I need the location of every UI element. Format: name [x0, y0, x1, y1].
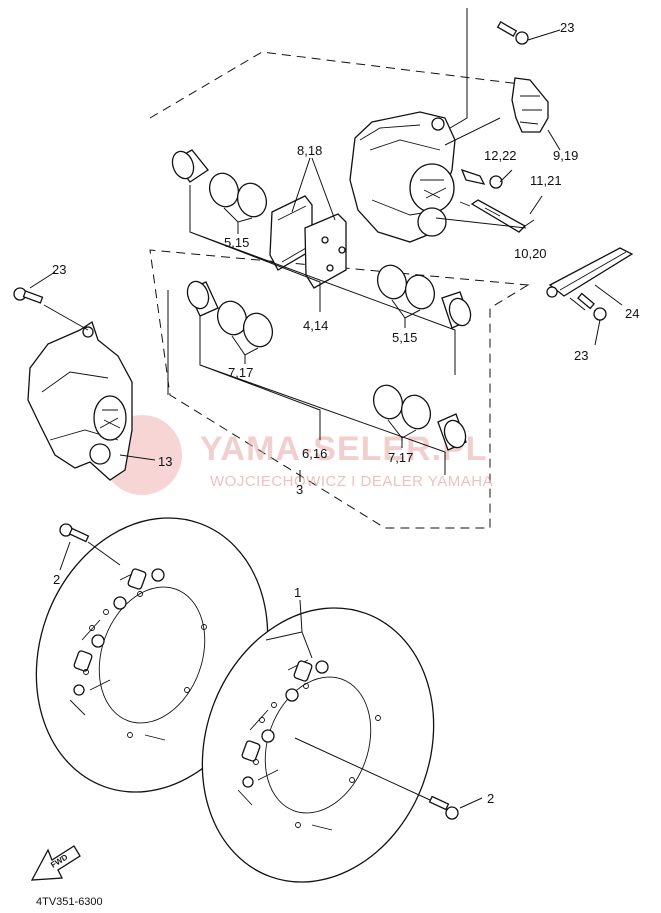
- callout-4-14: 4,14: [303, 318, 328, 333]
- piston-upper-left: [171, 149, 209, 183]
- callout-7-17-middle: 7,17: [228, 365, 253, 380]
- left-caliper-bolt: [13, 287, 44, 304]
- drawing-code: 4TV351-6300: [36, 896, 103, 908]
- callout-1: 1: [294, 585, 301, 600]
- seal-lower-1: [372, 384, 404, 420]
- callout-23-hose: 23: [574, 348, 588, 363]
- brake-hose: [546, 247, 634, 298]
- pad-spring: [511, 77, 549, 133]
- watermark-brand: YAMA-SELER.PL: [200, 430, 488, 468]
- seal-right-2: [404, 274, 436, 310]
- caliper-bolt-top: [496, 21, 529, 45]
- disc-bolt-right: [428, 795, 459, 820]
- brake-disc-right: [201, 607, 435, 883]
- callout-7-17-lower: 7,17: [388, 450, 413, 465]
- piston-middle-left: [186, 280, 219, 317]
- callout-9-19: 9,19: [553, 148, 578, 163]
- callout-5-15-upper: 5,15: [224, 235, 249, 250]
- callout-2-right: 2: [487, 791, 494, 806]
- callout-13: 13: [158, 454, 172, 469]
- piston-lower-right: [437, 413, 467, 451]
- callout-3: 3: [296, 482, 303, 497]
- seal-upper-2: [236, 182, 268, 218]
- seal-upper-1: [208, 172, 240, 208]
- seal-right-1: [376, 264, 408, 300]
- seal-middle-1: [216, 300, 248, 336]
- right-caliper: [349, 111, 456, 243]
- callout-6-16: 6,16: [302, 446, 327, 461]
- pad-pin: [459, 199, 527, 233]
- seal-middle-2: [242, 312, 274, 348]
- watermark-subtitle: WOJCIECHOWICZ I DEALER YAMAHA: [210, 473, 493, 490]
- disc-bolt-left: [59, 523, 90, 543]
- bleed-screw: [460, 168, 503, 189]
- callout-2-left: 2: [53, 572, 60, 587]
- callout-8-18: 8,18: [297, 143, 322, 158]
- callout-10-20: 10,20: [514, 246, 547, 261]
- callout-5-15-right: 5,15: [392, 330, 417, 345]
- forward-arrow-icon: FWD: [30, 845, 81, 881]
- callout-23-top: 23: [560, 20, 574, 35]
- seal-lower-2: [400, 394, 432, 430]
- callout-24: 24: [625, 306, 639, 321]
- brake-pad-2: [304, 213, 347, 289]
- kit-boundary-dashed: [149, 51, 530, 529]
- callout-23-left: 23: [52, 262, 66, 277]
- hose-bolt: [577, 292, 607, 321]
- piston-right: [441, 291, 472, 329]
- callout-11-21: 11,21: [530, 173, 562, 188]
- callout-12-22: 12,22: [484, 148, 517, 163]
- left-caliper: [27, 320, 133, 481]
